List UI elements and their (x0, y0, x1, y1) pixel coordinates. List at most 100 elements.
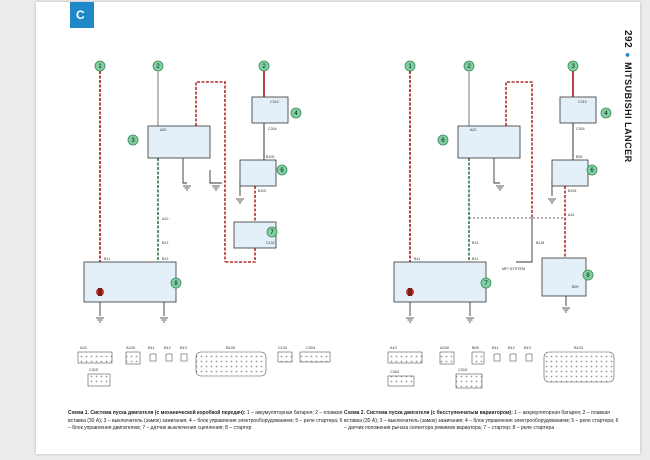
scheme-1-callout-4-label: 4 (294, 111, 298, 117)
section-tab-letter: С (76, 8, 85, 22)
scheme-2-connector-c304 (387, 375, 415, 387)
scheme-1-callout-4: 4 (290, 107, 302, 119)
scheme-2-circle-2-label: 2 (467, 64, 471, 70)
scheme-2-starter-relay (551, 159, 589, 187)
scheme-1-connector-c132 (277, 351, 293, 363)
scheme-2-callout-label: 6 (441, 138, 445, 144)
scheme-2-caption-title: Схема 2. Система пуска двигателя (с бесс… (344, 410, 513, 416)
scheme-1-ground-symbol-2 (212, 185, 220, 191)
scheme-2-callout-4: 4 (600, 107, 612, 119)
scheme-2-caption: Схема 2. Система пуска двигателя (с бесс… (344, 410, 620, 433)
scheme-2-diagram: 1 2 3 (387, 60, 615, 389)
scheme-1-bottom-label: B11 (148, 346, 154, 350)
scheme-1-callout-8: 8 (170, 277, 182, 289)
scheme-2-connector-label: A10 (568, 213, 574, 217)
scheme-2-connector-label: C304 (576, 127, 585, 131)
scheme-2-circle-switch: 3 (567, 60, 579, 72)
scheme-1-connector-label: B102 (258, 189, 266, 193)
scheme-1-connector-label: B13 (162, 241, 168, 245)
scheme-2-bottom-label: B11 (492, 346, 498, 350)
scheme-1-caption-title: Схема 1. Система пуска двигателя (с меха… (68, 410, 246, 416)
scheme-1-wire-ground-b (209, 170, 222, 184)
scheme-1-connector-b12 (165, 353, 173, 362)
scheme-2-connector-label: B12 (472, 257, 478, 261)
scheme-2-connector-label: B105 (568, 189, 576, 193)
scheme-1-connector-c304 (299, 351, 331, 363)
scheme-2-callout-label: 6 (590, 168, 594, 174)
scheme-2-callout-6: 6 (586, 164, 598, 176)
scheme-1-starter-relay (239, 159, 277, 187)
scheme-2-starter-unit (393, 261, 487, 303)
scheme-1-connector-label: A20 (160, 128, 166, 132)
scheme-2-connector-b05 (471, 351, 485, 365)
scheme-2-bottom-label: B13 (524, 346, 531, 350)
scheme-1-etacs-unit (251, 96, 289, 124)
scheme-1-callout-8-label: 8 (174, 281, 178, 287)
scheme-2-wire-ground-a (493, 158, 500, 184)
section-tab: С (70, 2, 94, 28)
scheme-1-callout-7: 7 (266, 226, 278, 238)
scheme-1-connector-c315 (87, 373, 111, 387)
scheme-1-ground-symbol-3 (236, 198, 244, 204)
scheme-1-bottom-label: A20 (80, 346, 87, 350)
scheme-2-wire-mfi (516, 218, 533, 263)
scheme-2-connector-b103 (543, 351, 615, 383)
scheme-2-connector-label: B09 (572, 285, 578, 289)
scheme-1-bottom-label: C315 (89, 368, 98, 372)
scheme-1-wire-ground-a (182, 158, 187, 184)
scheme-2-connector-label: B118 (536, 241, 544, 245)
scheme-2-ground-symbol-2 (548, 198, 556, 204)
scheme-2-mfi-label: MFI SYSTEM (502, 267, 525, 271)
scheme-1-caption-body: 1 – аккумуляторная батарея; 2 – плавкая … (68, 410, 343, 431)
scheme-2-wire-loop (505, 81, 533, 218)
scheme-1-bottom-label: A24X (126, 346, 136, 350)
scheme-1-ignition-switch (147, 125, 211, 159)
scheme-2-bottom-label: C304 (390, 370, 399, 374)
scheme-2-bottom-label: A24X (440, 346, 450, 350)
scheme-1-circle-battery: 1 (94, 60, 106, 72)
scheme-1-connector-label: B12 (162, 257, 168, 261)
scheme-1-ground-symbol-5 (160, 317, 168, 323)
scheme-2-selector-sensor (541, 257, 587, 297)
scheme-1-connector-label: C132 (266, 241, 275, 245)
scheme-1-circle-2-label: 2 (156, 64, 160, 70)
scheme-2-connector-a10 (387, 351, 423, 364)
scheme-1-callout-7-label: 7 (270, 230, 274, 236)
scheme-2-caption-body: 1 – аккумуляторная батарея; 2 – плавкая … (344, 410, 619, 431)
scheme-2-callout-8: 8 (582, 269, 594, 281)
scheme-2-bottom-label: C315 (458, 368, 467, 372)
scheme-1-connector-b105 (195, 351, 267, 377)
scheme-2-connector-b13 (525, 353, 533, 362)
scheme-1-ground-symbol-4 (96, 317, 104, 323)
scheme-1-starter-unit (83, 261, 177, 303)
scheme-2-bottom-label: B12 (508, 346, 515, 350)
scheme-2-ground-symbol-5 (562, 307, 570, 313)
scheme-2-bottom-label: B05 (472, 346, 479, 350)
scheme-1-bottom-label: C132 (278, 346, 287, 350)
scheme-2-callout-6-top: 6 (437, 134, 449, 146)
scheme-2-connector-b11 (493, 353, 501, 362)
scheme-2-connector-label: C315 (578, 100, 587, 104)
scheme-1-wire-loop (195, 81, 226, 262)
scheme-2-ground-symbol-4 (466, 317, 474, 323)
scheme-1-bottom-label: B13 (180, 346, 187, 350)
scheme-2-connector-a24x (439, 351, 455, 365)
scheme-1-callout-3-label: 3 (131, 138, 135, 144)
scheme-2-bottom-label: B103 (574, 346, 583, 350)
scheme-2-callout-7: 7 (480, 277, 492, 289)
scheme-1-connector-a24x (125, 351, 141, 365)
scheme-2-callout-label: 7 (484, 281, 488, 287)
scheme-2-circle-battery: 1 (404, 60, 416, 72)
scheme-1-connector-label: B11 (104, 257, 110, 261)
scheme-1-starter-motor-icon (96, 288, 104, 296)
scheme-2-connector-label: B05 (576, 155, 582, 159)
scheme-1-connector-label: A10 (162, 217, 168, 221)
scheme-2-ground-symbol-1 (496, 185, 504, 191)
scheme-2-starter-motor-icon (406, 288, 414, 296)
scheme-1-wire-clutch-out (225, 248, 256, 263)
scheme-1-bottom-label: B12 (164, 346, 171, 350)
scheme-1-connector-a20 (77, 351, 113, 364)
scheme-1-circle-1-label: 1 (98, 64, 102, 70)
scheme-1-connector-b11 (149, 353, 157, 362)
